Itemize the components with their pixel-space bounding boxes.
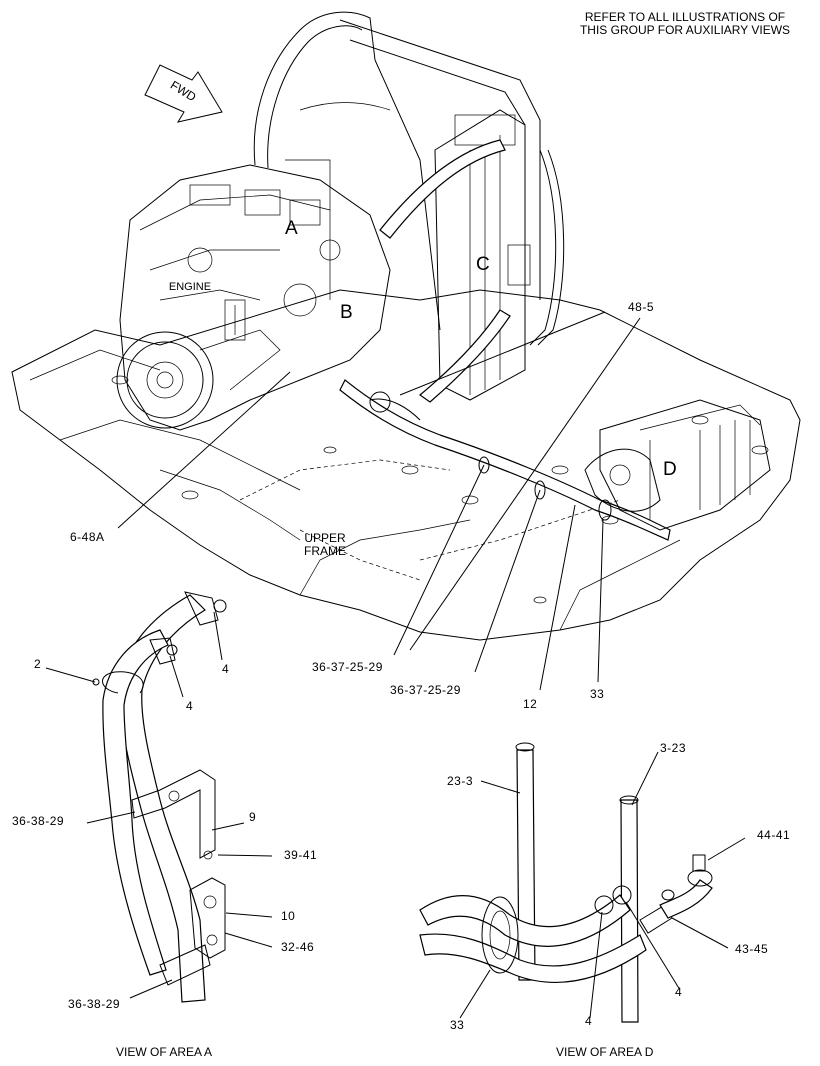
callout-9: 9	[249, 810, 257, 824]
leaders-view-d	[459, 751, 746, 1019]
auxiliary-views-note-line1: REFER TO ALL ILLUSTRATIONS OF	[584, 10, 786, 24]
callout-33-main: 33	[590, 687, 605, 701]
callout-48-5: 48-5	[628, 300, 655, 314]
upper-frame-label: UPPER FRAME	[290, 532, 360, 558]
engine-label: ENGINE	[168, 281, 212, 293]
callout-32-46: 32-46	[281, 940, 315, 954]
hoses-main	[339, 139, 671, 541]
callout-4-d1: 4	[675, 985, 683, 999]
engine	[116, 164, 391, 431]
hydraulic-pump-d	[584, 399, 771, 531]
fwd-arrow	[144, 64, 223, 123]
callout-36-38-29-b: 36-38-29	[68, 997, 121, 1011]
view-a-drawing	[92, 591, 227, 1003]
rops-frame	[253, 11, 541, 331]
callout-36-38-29-a: 36-38-29	[12, 814, 65, 828]
callout-39-41: 39-41	[284, 848, 318, 862]
callout-6-48a: 6-48A	[70, 530, 105, 544]
leaders-view-a	[45, 611, 273, 999]
callout-10: 10	[281, 909, 296, 923]
callout-2: 2	[34, 657, 42, 671]
callout-43-45: 43-45	[735, 942, 769, 956]
callout-44-41: 44-41	[757, 828, 791, 842]
view-of-area-a-caption: VIEW OF AREA A	[116, 1045, 213, 1059]
upper-frame-outline	[11, 289, 801, 641]
callout-3-23: 3-23	[660, 741, 687, 755]
callout-36-37-25-29-a: 36-37-25-29	[312, 660, 383, 674]
callout-4-a1: 4	[222, 662, 230, 676]
upper-frame-label-line2: FRAME	[304, 544, 346, 558]
leaders-main	[117, 311, 641, 691]
view-of-area-d-caption: VIEW OF AREA D	[556, 1045, 654, 1059]
view-d-drawing	[419, 742, 713, 1023]
callout-23-3: 23-3	[447, 774, 474, 788]
auxiliary-views-note-line2: THIS GROUP FOR AUXILIARY VIEWS	[579, 23, 791, 37]
callout-12: 12	[523, 697, 538, 711]
callout-33-d: 33	[450, 1018, 465, 1032]
area-marker-c: C	[476, 254, 490, 275]
callout-4-d2: 4	[585, 1014, 593, 1028]
upper-frame-label-line1: UPPER	[304, 531, 346, 545]
auxiliary-views-note: REFER TO ALL ILLUSTRATIONS OF THIS GROUP…	[560, 11, 810, 37]
area-marker-d: D	[663, 459, 677, 480]
callout-4-a2: 4	[186, 699, 194, 713]
radiator-c	[434, 109, 565, 401]
callout-36-37-25-29-b: 36-37-25-29	[390, 683, 461, 697]
area-marker-b: B	[340, 302, 353, 323]
area-marker-a: A	[285, 218, 298, 239]
